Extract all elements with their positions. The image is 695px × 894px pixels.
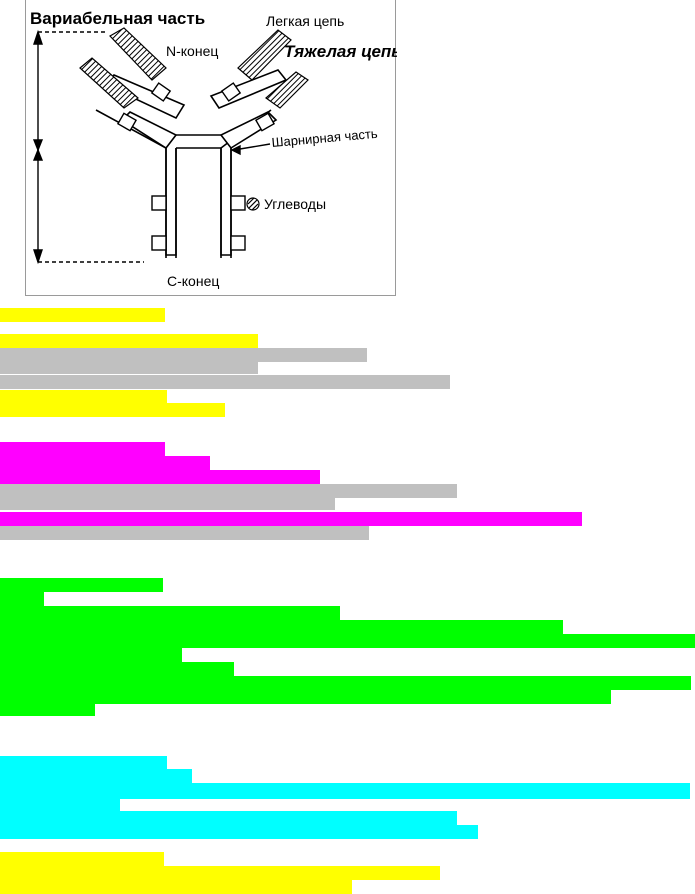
redacted-bar [0,648,182,662]
redacted-bar [0,334,258,348]
bracket-arrow-mid-down [32,139,44,152]
redacted-bar [0,526,369,540]
redacted-bar [0,704,95,716]
hinge-arrow [230,143,271,156]
redacted-bar [0,456,210,470]
right-light-variable [237,29,292,81]
n-end-label: N-конец [166,43,218,59]
antibody-diagram: Вариабельная часть Легкая цепь N-конец Т… [25,0,397,296]
variable-regions [79,27,309,109]
redacted-bar [0,403,225,417]
redacted-bar [0,484,457,498]
left-heavy-variable [79,57,139,109]
redacted-bar [0,825,478,839]
redacted-bar [0,375,450,389]
redacted-bar [0,348,367,362]
heavy-chain-label: Тяжелая цепь [284,42,397,61]
carbohydrate-marker [246,197,260,211]
left-ch2 [151,195,167,211]
right-ch2 [230,195,246,211]
redacted-bar [0,676,691,690]
redacted-bar [0,578,163,592]
antibody-drawing: Вариабельная часть Легкая цепь N-конец Т… [30,9,397,289]
domain-boxes [116,82,276,251]
redacted-bar [0,470,320,484]
right-heavy-variable [265,71,309,109]
right-light-constant [220,82,242,102]
left-light-variable [109,27,167,81]
right-heavy-constant [254,112,276,132]
redacted-bar [0,592,44,606]
bracket-arrow-bottom [33,249,43,265]
redacted-bar [0,308,165,322]
redacted-bar [0,620,563,634]
redacted-bar [0,662,234,676]
variable-part-bracket [32,29,144,265]
left-heavy-constant [116,112,138,132]
redacted-bar [0,880,352,894]
left-ch3 [151,235,167,251]
c-end-label: С-конец [167,273,219,289]
redacted-bar [0,442,165,456]
redacted-bar [0,390,167,404]
variable-part-label: Вариабельная часть [30,9,205,28]
redacted-bar [0,362,258,374]
redacted-bar [0,783,690,799]
light-chain-label: Легкая цепь [266,13,344,29]
redacted-bar [0,866,440,880]
redacted-bar [0,498,335,510]
redacted-bar [0,512,582,526]
bracket-arrow-top [33,29,43,45]
redacted-bar [0,798,120,812]
redacted-bar [0,634,695,648]
redacted-bar [0,811,457,825]
right-ch3 [230,235,246,251]
redacted-bar [0,852,164,866]
left-light-constant [150,82,172,102]
redacted-bar [0,769,192,783]
redacted-bar [0,690,611,704]
carbohydrates-label: Углеводы [264,196,326,212]
bracket-arrow-mid-up [32,148,44,161]
redacted-bar [0,756,167,770]
redacted-bar [0,606,340,620]
